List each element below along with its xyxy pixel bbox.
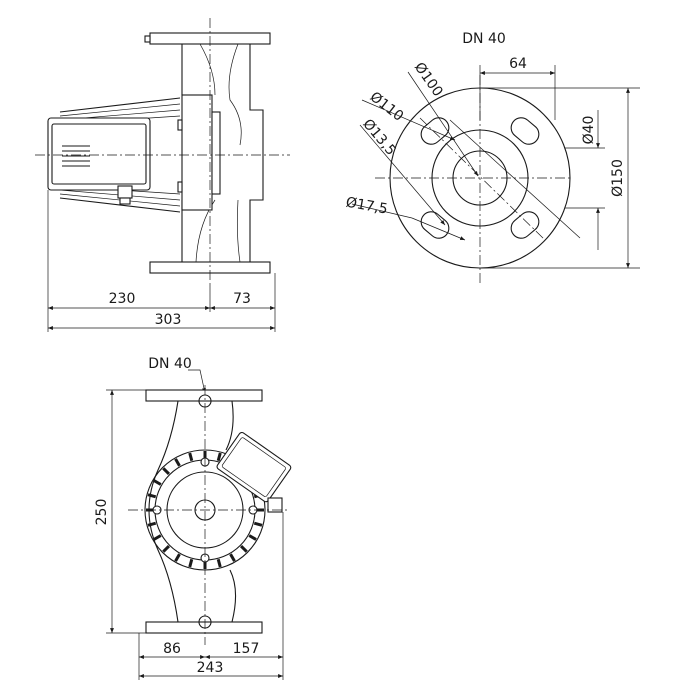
front-housing-outline [148, 400, 237, 623]
leader-diagonal-ext [449, 119, 581, 239]
leader-dia13 [359, 124, 446, 226]
front-view: DN 40 250 [94, 356, 292, 680]
side-top-flange-stud [144, 35, 151, 43]
side-bolt-top [177, 119, 183, 131]
flange-diagonal-centerline [419, 117, 546, 241]
side-dim-73: 73 [233, 291, 251, 307]
side-view: 230 73 303 [35, 18, 290, 332]
side-dim-230: 230 [109, 291, 136, 307]
side-motor-outline [59, 97, 181, 213]
side-control-panel [51, 123, 147, 185]
cooling-fin [153, 534, 162, 541]
cooling-fin [229, 553, 236, 562]
flange-bolt-slots [420, 117, 540, 239]
side-bolt-bottom [177, 181, 183, 193]
leader-dia17-a [351, 203, 413, 219]
cooling-fin [174, 553, 181, 562]
front-terminal-box [216, 431, 292, 503]
side-cable-gland-nut [119, 197, 131, 205]
side-cable-gland [117, 185, 133, 199]
cooling-fin [147, 493, 157, 499]
dia-150-label: Ø150 [610, 159, 626, 197]
dim-250-label: 250 [94, 499, 110, 526]
cooling-fin [253, 521, 263, 527]
side-housing-curves [195, 43, 242, 263]
dia-13-5-label: Ø13,5 [359, 116, 398, 159]
cooling-fin [174, 458, 181, 467]
cooling-fin [240, 545, 248, 553]
dia-100-label: Ø100 [411, 60, 446, 100]
cooling-fin [153, 479, 162, 486]
cooling-fin [248, 534, 257, 541]
cooling-fin [216, 452, 222, 462]
leader-dia17-b [411, 217, 466, 241]
dim-243-label: 243 [197, 660, 224, 676]
cooling-fin [147, 521, 157, 527]
dia-40-label: Ø40 [581, 116, 597, 145]
side-volute-ring [211, 111, 221, 195]
dim-157-label: 157 [233, 641, 260, 657]
cooling-fin [188, 452, 194, 462]
side-display-grille [62, 145, 90, 167]
front-title-leader [188, 369, 206, 394]
leader-dia110 [361, 99, 456, 141]
side-dim-303: 303 [155, 312, 182, 328]
dia-17-5-label: Ø17,5 [345, 195, 389, 218]
flange-view-title: DN 40 [462, 31, 506, 47]
cooling-fin [188, 558, 194, 568]
front-view-title: DN 40 [148, 356, 192, 372]
side-volute-plate [181, 94, 213, 211]
front-cable-gland [267, 497, 283, 513]
flange-view: DN 40 Ø100 Ø110 Ø13,5 Ø17,5 64 [345, 31, 640, 285]
dim-64-label: 64 [509, 56, 527, 72]
leader-dia100 [407, 71, 479, 177]
cooling-fin [216, 558, 222, 568]
cooling-fin [162, 467, 170, 475]
dim-86-label: 86 [163, 641, 181, 657]
cooling-fin [162, 545, 170, 553]
